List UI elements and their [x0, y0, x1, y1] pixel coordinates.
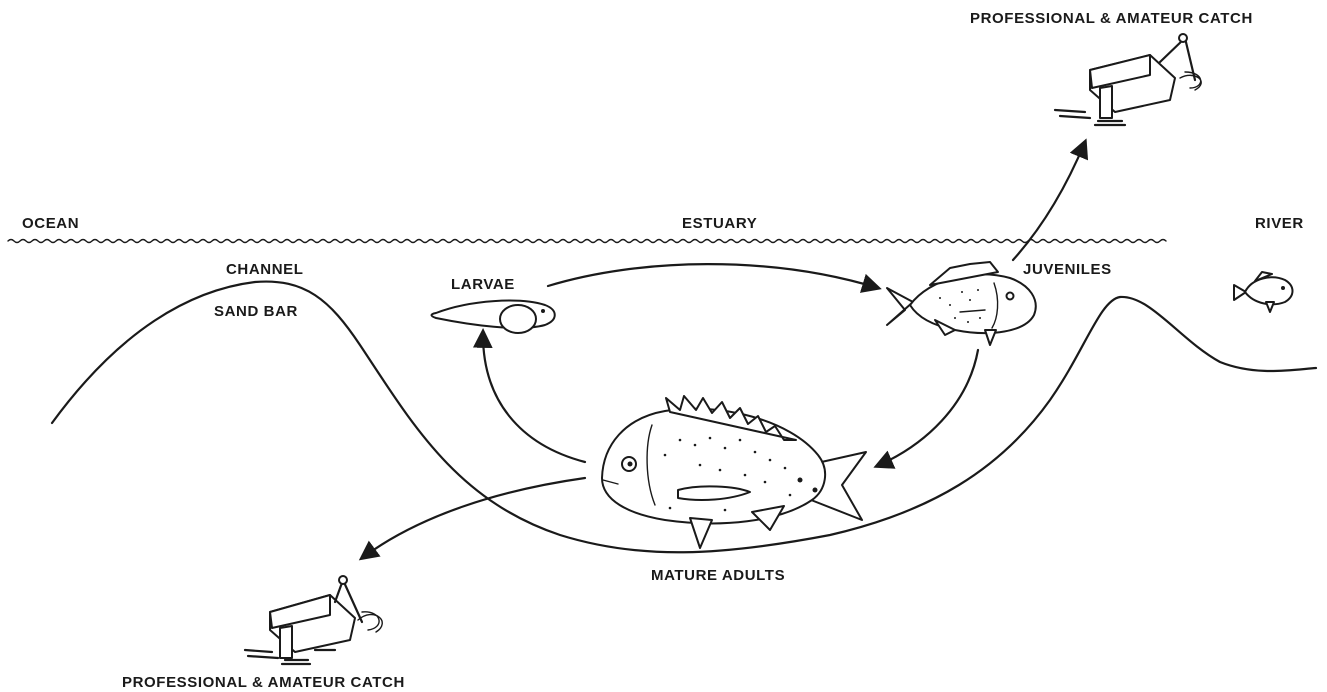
fishing-boat-icon-top — [1055, 34, 1201, 125]
river-label: RIVER — [1255, 215, 1304, 232]
arrow-larvae-to-juveniles — [548, 264, 878, 288]
arrow-adults-to-larvae — [483, 332, 585, 462]
juvenile-fish-icon — [887, 262, 1036, 345]
catch-label-bottom: PROFESSIONAL & AMATEUR CATCH — [122, 674, 405, 691]
mature-adults-label: MATURE ADULTS — [651, 567, 785, 584]
arrow-juveniles-to-adults — [877, 350, 978, 466]
estuary-label: ESTUARY — [682, 215, 757, 232]
small-fish-icon — [1234, 272, 1293, 312]
ocean-label: OCEAN — [22, 215, 79, 232]
adult-fish-icon — [602, 396, 866, 548]
water-surface-line — [8, 240, 1166, 243]
juveniles-label: JUVENILES — [1023, 261, 1112, 278]
channel-label: CHANNEL — [226, 261, 304, 278]
catch-label-top: PROFESSIONAL & AMATEUR CATCH — [970, 10, 1253, 27]
larvae-label: LARVAE — [451, 276, 515, 293]
arrow-adults-to-catch-bottom — [362, 478, 585, 558]
sand-bar-label: SAND BAR — [214, 303, 298, 320]
fishing-boat-icon-bottom — [245, 576, 382, 664]
larva-icon — [432, 301, 555, 333]
